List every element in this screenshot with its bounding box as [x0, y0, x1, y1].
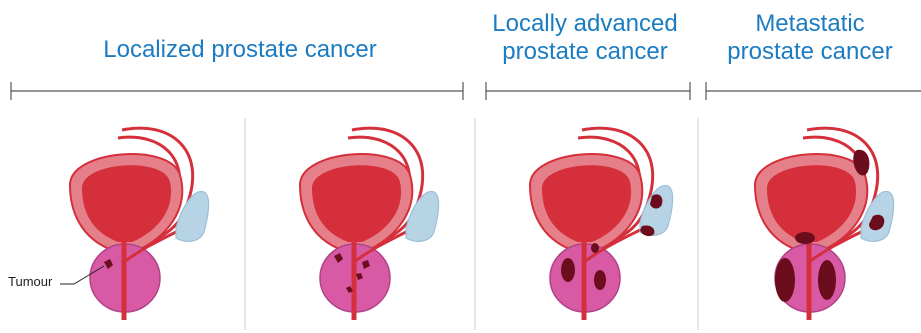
anatomy-panel-1: [70, 128, 209, 320]
stage-range-metastatic: [706, 82, 921, 100]
tumour-label: Tumour: [8, 274, 52, 289]
anatomy-panel-2: [300, 128, 439, 320]
anatomy-panel-4: [755, 128, 894, 320]
anatomy-panel-3: [530, 128, 673, 320]
stage-range-locally-advanced: [486, 82, 690, 100]
stage-range-localized: [11, 82, 463, 100]
